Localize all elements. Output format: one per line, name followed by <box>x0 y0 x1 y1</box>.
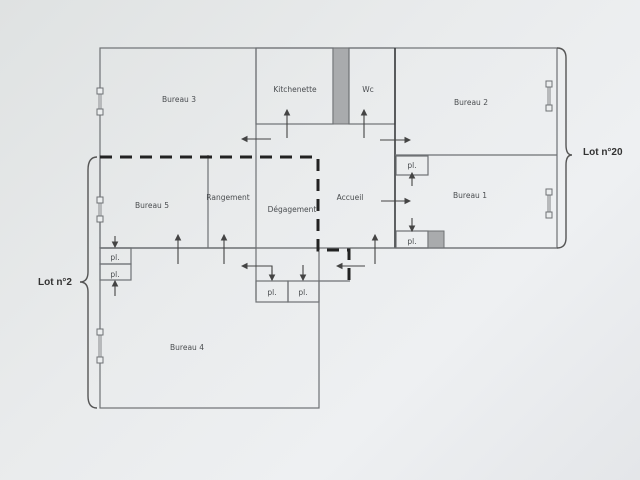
label-bureau4: Bureau 4 <box>170 343 204 352</box>
brace-lot-2 <box>79 156 98 409</box>
label-bureau2: Bureau 2 <box>454 98 488 107</box>
label-closet: pl. <box>110 270 119 279</box>
shaft-block <box>332 47 350 125</box>
lot-20-block <box>99 47 558 300</box>
label-wc: Wc <box>362 85 374 94</box>
label-closet: pl. <box>407 237 416 246</box>
brace-lot-20 <box>556 47 573 249</box>
window-bureau1 <box>545 188 553 219</box>
label-lot-2: Lot n°2 <box>38 277 72 288</box>
door-arrows <box>111 108 416 296</box>
window-bureau5 <box>96 196 104 223</box>
label-bureau1: Bureau 1 <box>453 191 487 200</box>
windows <box>96 80 553 364</box>
label-kitchenette: Kitchenette <box>273 85 317 94</box>
room-bureau4-outline <box>99 247 320 409</box>
window-bureau4 <box>96 328 104 364</box>
label-closet: pl. <box>298 288 307 297</box>
label-bureau3: Bureau 3 <box>162 95 196 104</box>
label-rangement: Rangement <box>206 193 249 202</box>
label-degagement: Dégagement <box>268 205 317 214</box>
label-accueil: Accueil <box>337 193 364 202</box>
window-bureau3 <box>96 87 104 116</box>
window-bureau2 <box>545 80 553 112</box>
upper-outline <box>99 47 558 249</box>
label-closet: pl. <box>110 253 119 262</box>
arrow-to-bureau4 <box>240 262 273 280</box>
label-closet: pl. <box>407 161 416 170</box>
lot-boundary-dashed <box>100 155 351 281</box>
label-closet: pl. <box>267 288 276 297</box>
label-lot-20: Lot n°20 <box>583 147 623 158</box>
label-bureau5: Bureau 5 <box>135 201 169 210</box>
shaft-bureau1 <box>427 230 445 249</box>
